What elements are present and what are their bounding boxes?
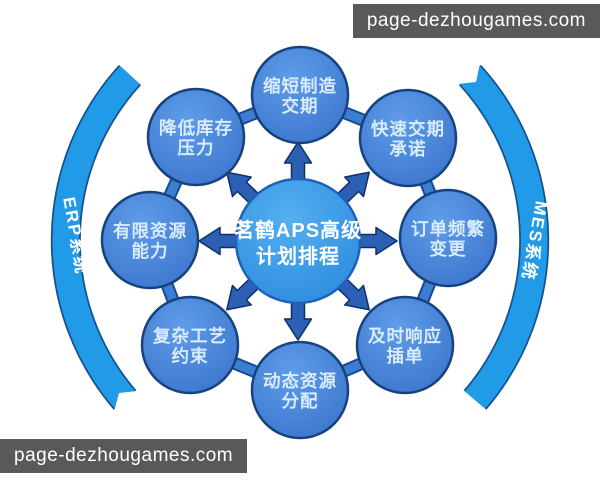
center-node-circle: [234, 177, 362, 305]
node-circle: [140, 295, 240, 395]
center-node-label-line2: 计划排程: [256, 244, 340, 268]
node-label-line2: 分配: [282, 391, 319, 411]
node-label-line1: 及时响应: [368, 326, 442, 346]
node-label-line1: 有限资源: [113, 221, 187, 241]
node-label-line2: 能力: [132, 241, 169, 261]
node-label-line2: 插单: [387, 346, 424, 366]
erp-band-fill: [52, 66, 140, 409]
node-label-line2: 约束: [172, 346, 209, 366]
node-circle: [250, 45, 350, 145]
mes-band-fill: [460, 66, 548, 409]
center-node: 茗鹤APS高级 计划排程: [234, 177, 362, 305]
outer-node-bottom-right: 及时响应 插单: [355, 295, 455, 395]
outer-node-right: 订单频繁 变更: [398, 188, 498, 288]
watermark-bottom-left: page-dezhougames.com: [0, 439, 248, 473]
mes-band: MES系统: [457, 63, 552, 410]
node-label-line1: 复杂工艺: [152, 326, 227, 346]
node-circle: [355, 295, 455, 395]
mes-band-ribbon-notch: [457, 63, 480, 84]
node-circle: [398, 188, 498, 288]
node-circle: [146, 87, 246, 187]
node-label-line1: 缩短制造: [263, 76, 337, 96]
outer-node-bottom-left: 复杂工艺 约束: [140, 295, 240, 395]
outer-node-top: 缩短制造 交期: [250, 45, 350, 145]
node-circle: [250, 340, 350, 440]
node-label-line1: 快速交期: [371, 119, 445, 139]
node-circle: [358, 88, 458, 188]
outer-node-left: 有限资源 能力: [100, 190, 200, 290]
watermark-top-right: page-dezhougames.com: [352, 4, 600, 38]
outer-node-bottom: 动态资源 分配: [250, 340, 350, 440]
node-label-line2: 承诺: [390, 139, 427, 159]
outer-node-top-left: 降低库存 压力: [146, 87, 246, 187]
node-label-line1: 订单频繁: [411, 219, 485, 239]
node-circle: [100, 190, 200, 290]
node-label-line2: 变更: [430, 239, 467, 259]
node-label-line2: 压力: [178, 138, 215, 158]
node-label-line1: 动态资源: [263, 371, 337, 391]
node-label-line2: 交期: [282, 96, 319, 116]
center-node-label-line1: 茗鹤APS高级: [234, 218, 362, 242]
erp-band-ribbon-notch: [114, 391, 138, 412]
outer-node-top-right: 快速交期 承诺: [358, 88, 458, 188]
node-label-line1: 降低库存: [159, 118, 233, 138]
